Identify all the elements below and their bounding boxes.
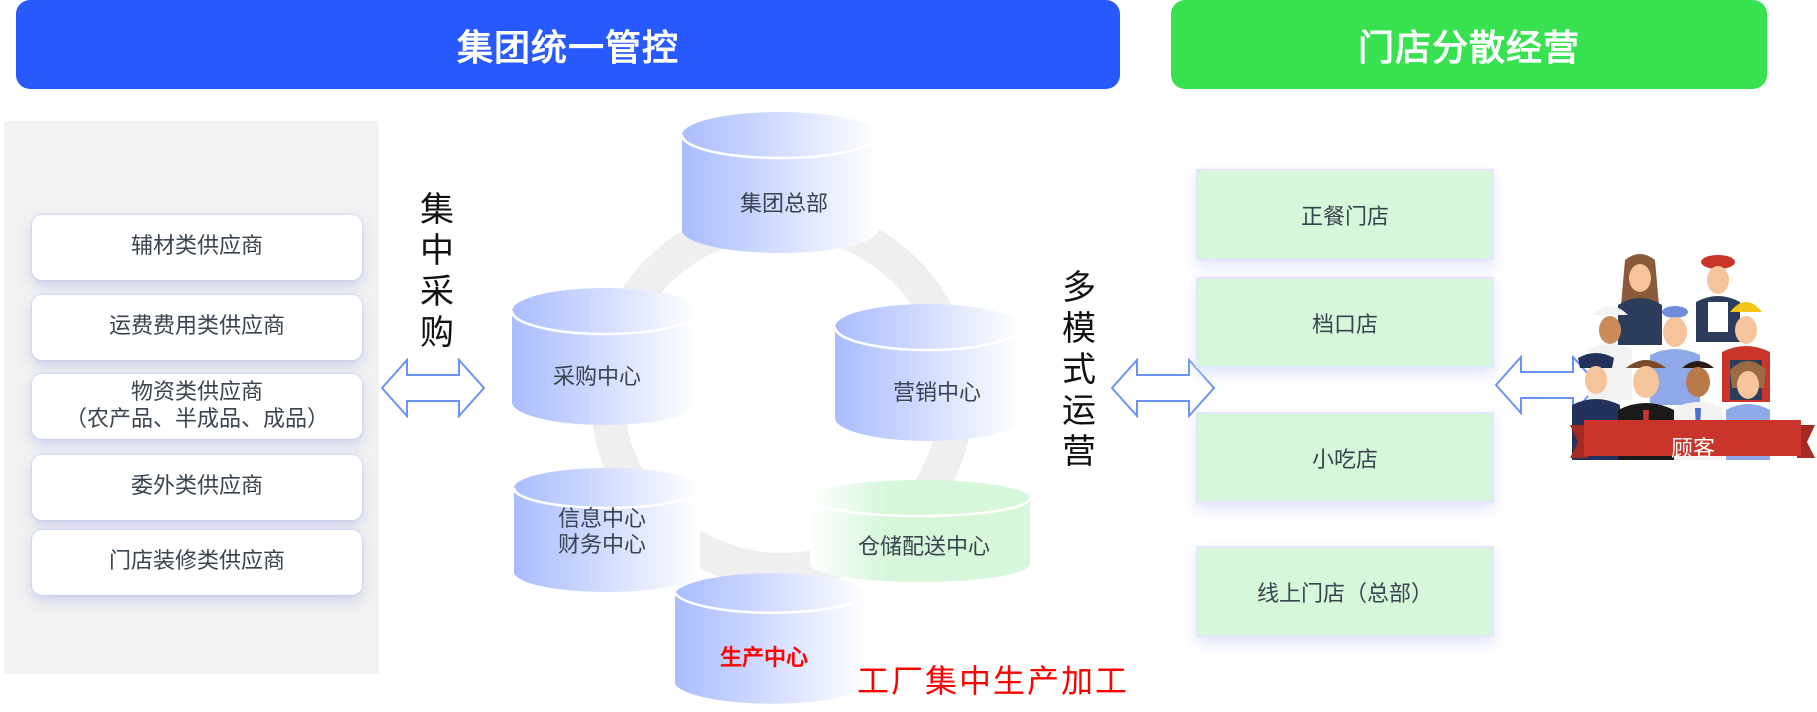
center-purchasing-label: 采购中心 xyxy=(553,365,642,390)
multi-mode-operation-label: 多 模 式 运 营 xyxy=(1059,268,1099,473)
vertical-char: 中 xyxy=(420,231,454,271)
supplier-card-auxiliary: 辅材类供应商 xyxy=(32,215,362,280)
store-label: 小吃店 xyxy=(1311,447,1378,473)
person-icon xyxy=(1618,254,1662,345)
center-marketing-label: 营销中心 xyxy=(893,381,982,406)
double-arrow-icon xyxy=(1110,358,1216,418)
cylinder-info-finance xyxy=(512,468,702,592)
store-label: 正餐门店 xyxy=(1300,204,1389,230)
supplier-sublabel: （农产品、半成品、成品） xyxy=(64,406,329,432)
vertical-char: 模 xyxy=(1062,309,1096,349)
group-control-title: 集团统一管控 xyxy=(456,27,679,69)
center-info-label: 信息中心 xyxy=(558,507,647,532)
vertical-char: 采 xyxy=(420,272,454,312)
cylinder-marketing xyxy=(833,304,1023,441)
center-production-label: 生产中心 xyxy=(720,646,809,671)
supplier-label: 委外类供应商 xyxy=(130,474,263,500)
cylinder-warehouse xyxy=(808,480,1032,582)
group-control-banner: 集团统一管控 xyxy=(16,0,1120,89)
ribbon-tail-left xyxy=(1570,425,1588,458)
supplier-label: 物资类供应商 xyxy=(130,380,263,406)
cylinder-hq xyxy=(680,112,880,253)
person-icon xyxy=(1696,255,1740,342)
vertical-char: 购 xyxy=(420,313,454,353)
store-label: 线上门店（总部） xyxy=(1256,581,1433,607)
cylinder-production xyxy=(673,573,871,704)
person-icon xyxy=(1650,306,1700,405)
customers-illustration xyxy=(1570,254,1815,460)
supplier-label: 门店装修类供应商 xyxy=(108,549,285,575)
centralized-purchasing-label: 集 中 采 购 xyxy=(417,190,457,354)
supplier-card-renovation: 门店装修类供应商 xyxy=(32,530,362,595)
ribbon-tail-right xyxy=(1797,425,1815,458)
store-label: 档口店 xyxy=(1311,312,1378,338)
double-arrow-icon xyxy=(380,358,486,418)
store-card-stall: 档口店 xyxy=(1196,277,1494,368)
vertical-char: 营 xyxy=(1062,432,1096,472)
ribbon-banner xyxy=(1584,420,1801,456)
store-card-formal-dining: 正餐门店 xyxy=(1196,169,1494,260)
store-card-snack: 小吃店 xyxy=(1196,412,1494,503)
supplier-card-materials: 物资类供应商 （农产品、半成品、成品） xyxy=(32,374,362,439)
factory-note: 工厂集中生产加工 xyxy=(857,662,1130,700)
vertical-char: 集 xyxy=(420,190,454,230)
store-operation-banner: 门店分散经营 xyxy=(1171,0,1767,89)
center-hq-label: 集团总部 xyxy=(740,192,829,217)
supplier-card-freight: 运费费用类供应商 xyxy=(32,295,362,360)
center-finance-label: 财务中心 xyxy=(558,533,647,558)
vertical-char: 运 xyxy=(1062,391,1096,431)
cylinder-purchasing xyxy=(510,288,700,425)
supplier-label: 运费费用类供应商 xyxy=(108,314,285,340)
vertical-char: 式 xyxy=(1062,350,1096,390)
customers-label: 顾客 xyxy=(1670,437,1715,462)
store-operation-title: 门店分散经营 xyxy=(1357,27,1580,69)
store-card-online: 线上门店（总部） xyxy=(1196,546,1494,637)
center-warehouse-label: 仓储配送中心 xyxy=(858,535,991,560)
supplier-label: 辅材类供应商 xyxy=(130,234,263,260)
supplier-card-outsourcing: 委外类供应商 xyxy=(32,455,362,520)
vertical-char: 多 xyxy=(1062,268,1096,308)
